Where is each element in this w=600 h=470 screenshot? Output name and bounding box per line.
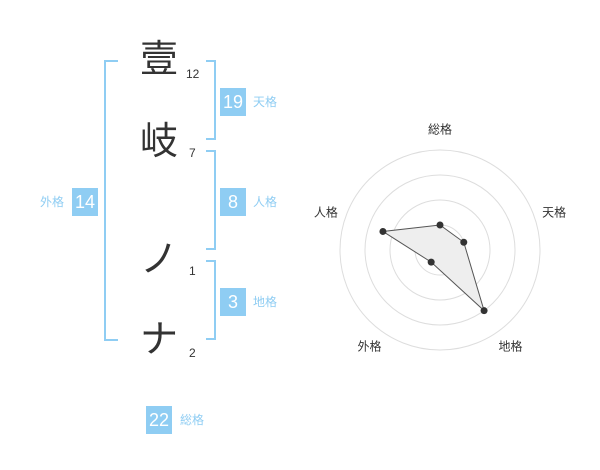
- name-char-3: ノ: [140, 237, 179, 281]
- radar-ring: [389, 199, 491, 301]
- radar-grid: [339, 149, 541, 351]
- tenkaku-badge: 19: [220, 88, 246, 116]
- soukaku-badge: 22: [146, 406, 172, 434]
- jinkaku-bracket: [206, 150, 216, 250]
- radar-points: [379, 221, 488, 315]
- stroke-count-2: 7: [189, 146, 196, 160]
- radar-point: [427, 258, 435, 266]
- soukaku-label: 総格: [180, 413, 205, 427]
- stroke-count-4: 2: [189, 346, 196, 360]
- radar-axis-label: 地格: [499, 339, 523, 354]
- radar-axis-label: 総格: [428, 122, 452, 137]
- radar-axis-label: 人格: [314, 204, 338, 219]
- stroke-count-3: 1: [189, 264, 196, 278]
- radar-axis-label: 天格: [542, 204, 566, 219]
- name-char-4: ナ: [140, 317, 179, 361]
- radar-point: [379, 227, 387, 235]
- radar-point: [480, 307, 488, 315]
- gaikaku-badge: 14: [72, 188, 98, 216]
- radar-ring: [364, 174, 516, 326]
- radar-point: [460, 238, 468, 246]
- name-char-1: 壹: [140, 37, 179, 81]
- chikaku-bracket: [206, 260, 216, 340]
- chikaku-badge: 3: [220, 288, 246, 316]
- jinkaku-label: 人格: [253, 195, 278, 209]
- chikaku-label: 地格: [253, 295, 278, 309]
- radar-axis-label: 外格: [357, 339, 381, 354]
- tenkaku-label: 天格: [253, 95, 278, 109]
- name-char-2: 岐: [140, 119, 179, 163]
- radar-point: [436, 221, 444, 229]
- stroke-count-1: 12: [186, 67, 200, 81]
- jinkaku-badge: 8: [220, 188, 246, 216]
- gaikaku-label: 外格: [40, 195, 65, 209]
- tenkaku-bracket: [206, 60, 216, 140]
- radar-ring: [339, 149, 541, 351]
- radar-area: [381, 224, 486, 313]
- gaikaku-bracket: [104, 60, 118, 341]
